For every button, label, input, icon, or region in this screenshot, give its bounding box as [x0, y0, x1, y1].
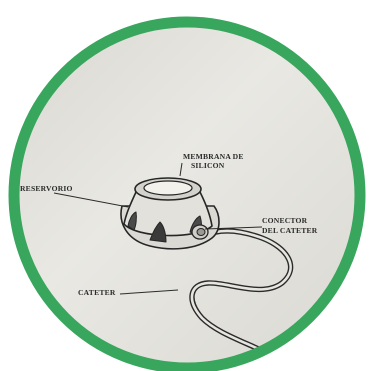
label-membrane-line1: MEMBRANA DE	[183, 152, 244, 161]
label-reservoir: RESERVORIO	[20, 184, 73, 193]
label-catheter: CATETER	[78, 288, 116, 297]
label-membrane-line2: SILICON	[191, 161, 225, 170]
label-connector-line1: CONECTOR	[262, 216, 308, 225]
label-connector-line2: DEL CATETER	[262, 226, 318, 235]
